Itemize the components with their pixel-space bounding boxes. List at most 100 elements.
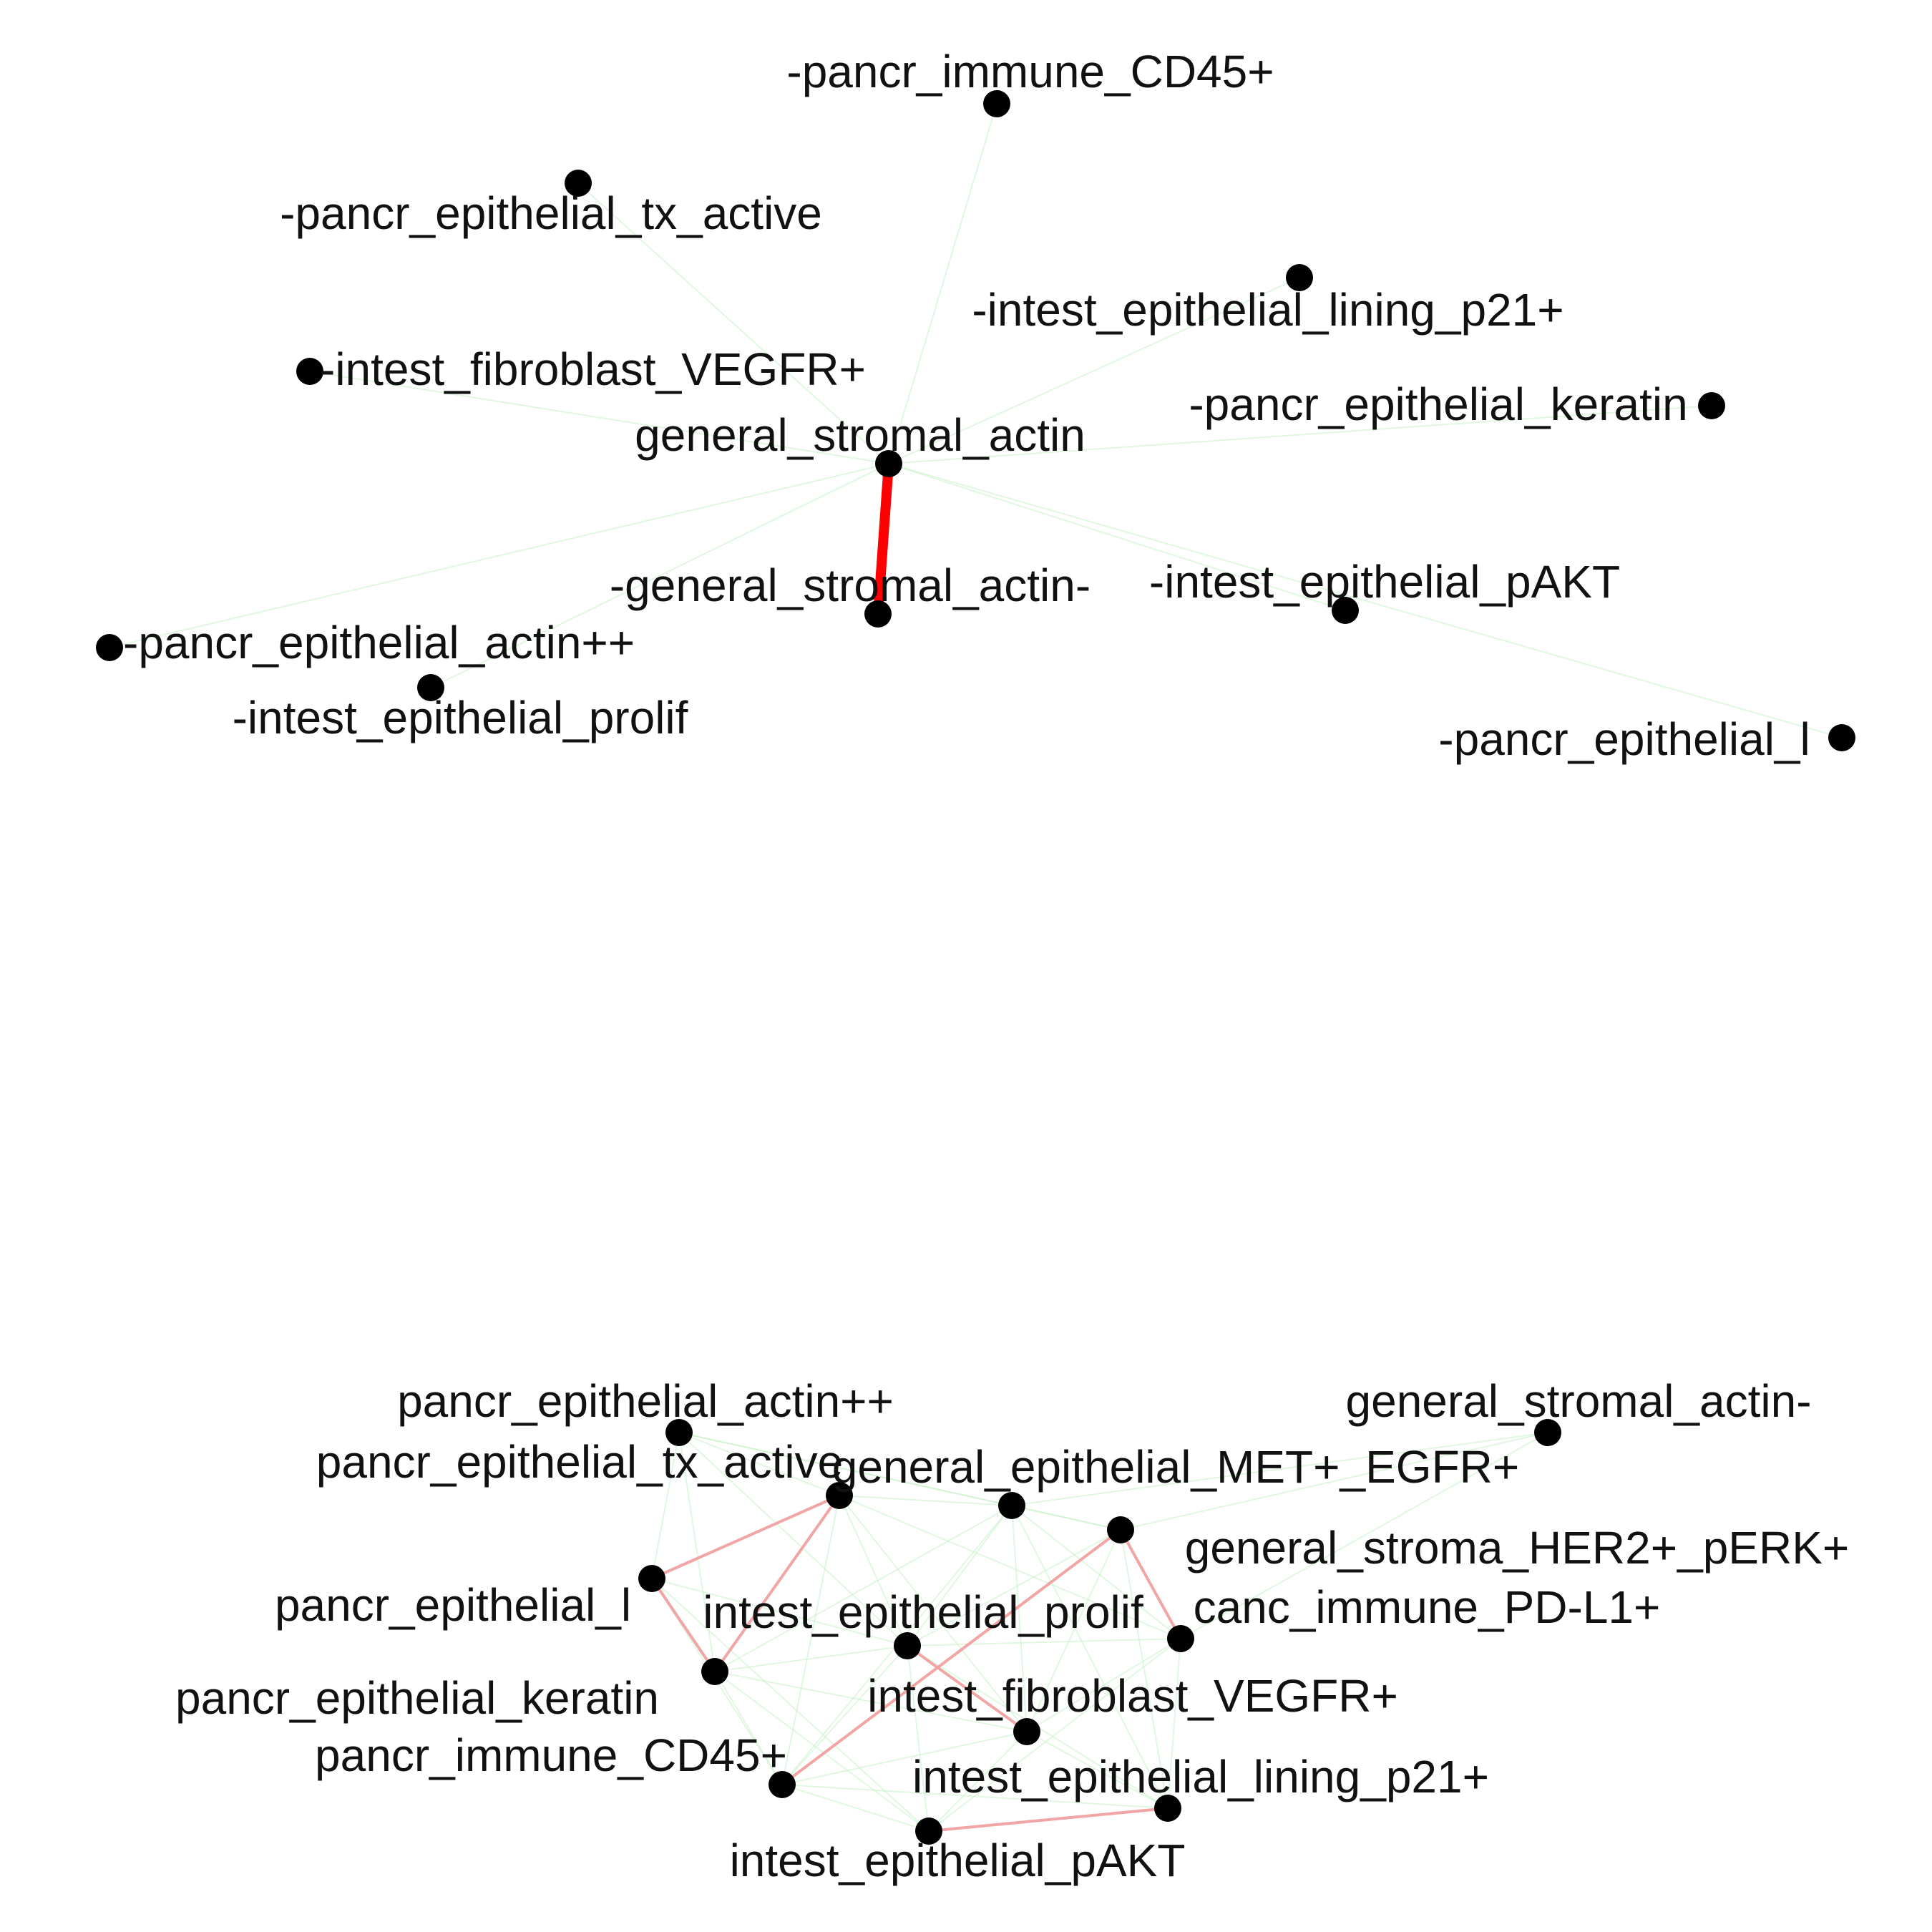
nodes-layer [96, 90, 1855, 1845]
edge-weak-positive [714, 1671, 783, 1785]
edge-weak-positive [430, 463, 889, 688]
edge-weak-positive [1011, 1505, 1028, 1732]
edge-weak-positive [839, 1495, 1028, 1732]
edge-weak-positive [651, 1578, 930, 1832]
edge-weak-positive [109, 463, 889, 648]
node-label: -intest_epithelial_lining_p21+ [972, 284, 1563, 336]
edge-weak-positive [1026, 1731, 1169, 1809]
edge-weak-positive [781, 1784, 930, 1832]
edge-weak-positive [781, 1645, 908, 1785]
node-marker [1828, 724, 1855, 751]
node-marker [1332, 597, 1359, 624]
bottom-graph-edges [650, 1432, 1548, 1833]
edge-weak-positive [907, 1529, 1121, 1646]
edge-negative [906, 1644, 1028, 1733]
node-label: -pancr_epithelial_actin++ [123, 617, 635, 668]
edge-weak-positive [714, 1645, 908, 1672]
edge-negative [1119, 1528, 1182, 1640]
bottom-graph-nodes [638, 1419, 1561, 1845]
node-label: general_stromal_actin- [1346, 1375, 1812, 1427]
edges-layer [109, 103, 1843, 1833]
edge-weak-positive [781, 1495, 840, 1785]
node-label: intest_epithelial_lining_p21+ [912, 1751, 1489, 1802]
edge-weak-positive [888, 277, 1300, 464]
node-marker [826, 1482, 853, 1509]
node-marker [665, 1419, 693, 1446]
node-marker [769, 1771, 796, 1798]
edge-strong-negative [873, 459, 894, 619]
edge-weak-positive [714, 1671, 1028, 1732]
node-label: -intest_epithelial_pAKT [1149, 556, 1620, 608]
edge-weak-positive [907, 1645, 930, 1832]
node-label: -pancr_epithelial_keratin [1189, 379, 1687, 430]
node-marker [1154, 1795, 1181, 1822]
edge-weak-positive [714, 1505, 1013, 1672]
edge-weak-positive [839, 1495, 908, 1646]
node-label: general_epithelial_MET+_EGFR+ [832, 1441, 1520, 1493]
edge-weak-positive [1120, 1529, 1169, 1809]
node-label: -intest_epithelial_prolif [233, 692, 688, 743]
edge-weak-positive [928, 1731, 1028, 1832]
edge-weak-positive [577, 182, 889, 464]
node-label: intest_fibroblast_VEGFR+ [867, 1670, 1398, 1722]
bottom-graph-labels: pancr_epithelial_actin++ general_stromal_… [175, 1375, 1849, 1886]
node-marker [565, 170, 592, 197]
node-label: intest_epithelial_pAKT [730, 1835, 1186, 1886]
node-marker [701, 1658, 728, 1685]
edge-weak-positive [928, 1638, 1181, 1832]
node-marker [983, 90, 1010, 117]
edge-weak-positive [651, 1432, 680, 1579]
edge-weak-positive [1180, 1432, 1548, 1639]
edge-weak-positive [1011, 1505, 1169, 1809]
node-label: pancr_immune_CD45+ [315, 1729, 787, 1781]
node-marker [915, 1818, 942, 1845]
node-marker [1107, 1516, 1134, 1543]
node-label: pancr_epithelial_l [275, 1579, 631, 1631]
node-marker [864, 600, 892, 628]
edge-weak-positive [1167, 1638, 1181, 1809]
node-marker [894, 1632, 921, 1659]
edge-weak-positive [888, 405, 1712, 464]
node-label: intest_epithelial_prolif [703, 1586, 1143, 1638]
edge-weak-positive [781, 1784, 1169, 1809]
edge-negative [781, 1528, 1122, 1786]
node-marker [1534, 1419, 1561, 1446]
node-marker [998, 1492, 1025, 1519]
edge-negative [927, 1807, 1169, 1833]
edge-weak-positive [1011, 1505, 1181, 1639]
top-graph-edges [109, 103, 1843, 738]
edge-weak-positive [839, 1495, 1013, 1506]
node-label: -intest_fibroblast_VEGFR+ [320, 343, 866, 395]
edge-weak-positive [1011, 1432, 1548, 1506]
node-label: -pancr_epithelial_tx_active [280, 187, 822, 239]
node-marker [96, 634, 123, 661]
edge-weak-positive [888, 463, 1346, 611]
edge-weak-positive [907, 1505, 1013, 1646]
edge-weak-positive [678, 1432, 840, 1496]
node-marker [296, 358, 323, 385]
edge-negative [650, 1577, 716, 1673]
top-graph-nodes [96, 90, 1855, 751]
node-label: pancr_epithelial_actin++ [397, 1375, 894, 1427]
edge-weak-positive [1026, 1529, 1121, 1732]
node-marker [1167, 1625, 1194, 1652]
node-label: -pancr_immune_CD45+ [786, 46, 1274, 97]
top-graph-labels: -pancr_immune_CD45+ -pancr_epithelial_tx_… [123, 46, 1810, 765]
edge-negative [650, 1494, 841, 1580]
edge-weak-positive [888, 463, 1843, 738]
node-label: -pancr_epithelial_l [1438, 713, 1810, 765]
edge-weak-positive [651, 1578, 908, 1646]
node-label: -general_stromal_actin- [610, 560, 1091, 611]
edge-weak-positive [678, 1432, 908, 1646]
edge-weak-positive [1120, 1432, 1548, 1531]
edge-weak-positive [888, 103, 997, 464]
node-marker [417, 674, 444, 701]
node-marker [638, 1565, 665, 1592]
node-marker [1013, 1718, 1040, 1745]
edge-weak-positive [309, 371, 889, 464]
edge-weak-positive [1026, 1638, 1181, 1732]
edge-weak-positive [714, 1671, 930, 1832]
edge-weak-positive [678, 1432, 716, 1672]
